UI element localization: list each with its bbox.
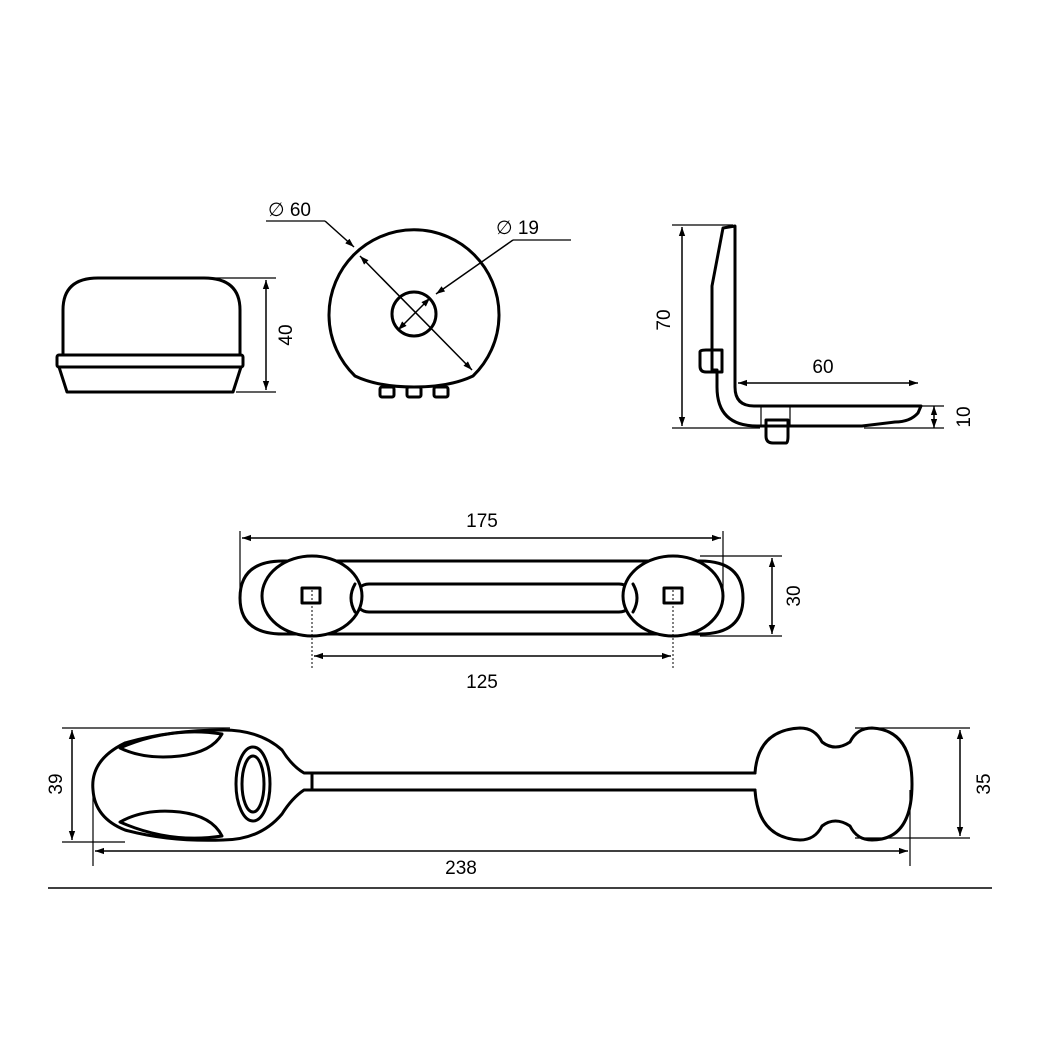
strap-length-label: 175 <box>466 511 498 532</box>
strap-left-hole <box>300 586 322 605</box>
disc-outline <box>327 228 501 389</box>
disc-tab-1 <box>378 385 396 399</box>
strap-view: 175 30 125 <box>238 511 805 693</box>
bracket-profile <box>710 224 923 428</box>
lock-grip-upper <box>118 730 224 759</box>
bracket-height-label: 70 <box>654 309 675 330</box>
strap-inner-slot <box>353 582 635 614</box>
lock-left-head <box>91 728 314 842</box>
bracket-length-label: 60 <box>812 357 833 378</box>
strap-outer-band <box>238 559 745 636</box>
strap-width-label: 30 <box>784 585 805 606</box>
disc-tab-3 <box>432 385 450 399</box>
cap-rim <box>55 353 245 369</box>
cap-base <box>57 365 243 394</box>
lock-grip-lower <box>118 809 224 840</box>
cap-view: 40 <box>55 276 297 394</box>
lock-end-height-label: 35 <box>974 773 995 794</box>
disc-tab-2 <box>405 385 423 399</box>
disc-outer-diameter-label: ∅ 60 <box>268 200 311 221</box>
disc-hole-diameter-label: ∅ 19 <box>496 218 539 239</box>
lock-button <box>240 754 266 814</box>
bracket-clip-upper <box>698 348 724 374</box>
lock-total-length-label: 238 <box>445 858 477 879</box>
bracket-view: 70 60 10 <box>654 224 975 445</box>
lock-height-label: 39 <box>46 773 67 794</box>
lock-view: 39 35 238 <box>46 726 995 879</box>
disc-view: ∅ 60 ∅ 19 <box>266 200 571 399</box>
bracket-thickness-label: 10 <box>954 406 975 427</box>
strap-hole-spacing-label: 125 <box>466 672 498 693</box>
bracket-clip-lower <box>764 418 790 445</box>
lock-button-ring <box>234 745 272 823</box>
cap-dome <box>61 276 242 357</box>
lock-right-end <box>753 726 914 842</box>
cap-height-label: 40 <box>276 324 297 345</box>
